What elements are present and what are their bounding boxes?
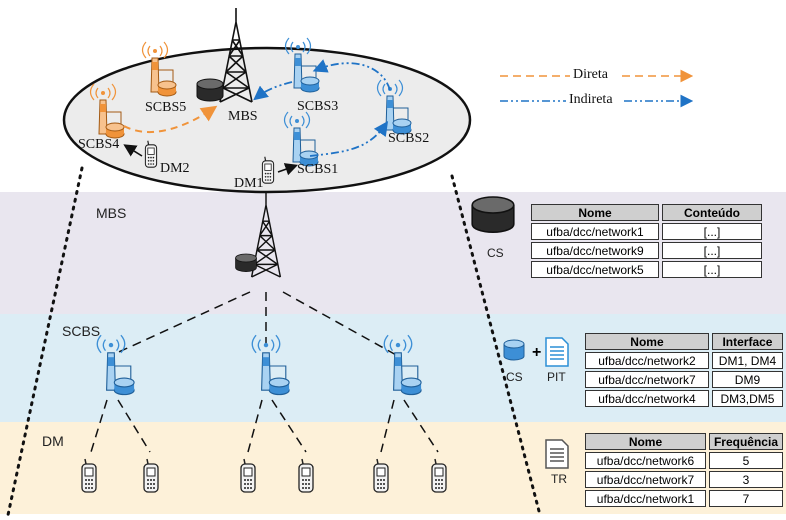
tr-cell-frequency: 7 bbox=[708, 490, 783, 507]
dm1-label: DM1 bbox=[234, 176, 264, 191]
indirect-path-3 bbox=[253, 81, 293, 101]
legend-direct-label: Direta bbox=[573, 67, 608, 82]
pit-caption: PIT bbox=[547, 370, 566, 384]
pit-cell-name: ufba/dcc/network7 bbox=[585, 371, 709, 388]
link-mbs-scbs-left bbox=[109, 291, 251, 357]
cs-cell-name: ufba/dcc/network9 bbox=[531, 242, 659, 259]
pit-cell-interface: DM3,DM5 bbox=[711, 390, 783, 407]
tr-cell-frequency: 5 bbox=[708, 452, 783, 469]
pit-cell-name: ufba/dcc/network2 bbox=[585, 352, 709, 369]
scbs4-label: SCBS4 bbox=[78, 137, 120, 152]
tr-caption: TR bbox=[551, 472, 567, 486]
band-label-dm: DM bbox=[42, 433, 64, 449]
pit-cs-icon bbox=[503, 339, 525, 361]
tr-table: Nome Frequência ufba/dcc/network6 5 ufba… bbox=[582, 431, 786, 509]
projection-line-left bbox=[6, 166, 84, 517]
tr-cell-name: ufba/dcc/network1 bbox=[585, 490, 706, 507]
dm2-arrow bbox=[123, 144, 143, 157]
tr-header-frequencia: Frequência bbox=[708, 433, 783, 450]
cs-header-conteudo: Conteúdo bbox=[662, 204, 762, 221]
pit-cell-name: ufba/dcc/network4 bbox=[585, 390, 709, 407]
dm-phone-1 bbox=[81, 458, 97, 493]
cs-cell-content: [...] bbox=[662, 223, 762, 240]
pit-header-interface: Interface bbox=[711, 333, 783, 350]
cs-cell-content: [...] bbox=[662, 261, 762, 278]
scbs-dm-links bbox=[90, 399, 439, 453]
indirect-path-2 bbox=[312, 59, 391, 91]
cs-table: Nome Conteúdo ufba/dcc/network1 [...] uf… bbox=[528, 202, 765, 280]
band-label-mbs: MBS bbox=[96, 205, 127, 221]
scbs5-label: SCBS5 bbox=[145, 100, 187, 115]
tr-cell-name: ufba/dcc/network7 bbox=[585, 471, 706, 488]
scbs1-label: SCBS1 bbox=[297, 162, 339, 177]
table-row: ufba/dcc/network6 5 bbox=[585, 452, 783, 469]
table-row: ufba/dcc/network1 [...] bbox=[531, 223, 762, 240]
scbs3-label: SCBS3 bbox=[297, 99, 339, 114]
dm1-arrow bbox=[277, 163, 299, 176]
cs-caption: CS bbox=[487, 246, 504, 260]
table-row: ufba/dcc/network5 [...] bbox=[531, 261, 762, 278]
dm-phone-2 bbox=[143, 458, 159, 493]
dm2-phone-icon bbox=[144, 140, 158, 168]
dm-phone-4 bbox=[298, 458, 314, 493]
cs-header-nome: Nome bbox=[531, 204, 659, 221]
scbs2-label: SCBS2 bbox=[388, 131, 430, 146]
cs-cell-name: ufba/dcc/network5 bbox=[531, 261, 659, 278]
pit-doc-icon bbox=[545, 337, 569, 367]
dm1-phone-icon bbox=[261, 156, 275, 184]
table-row: ufba/dcc/network4 DM3,DM5 bbox=[585, 390, 783, 407]
projection-line-right bbox=[450, 174, 542, 517]
table-row: ufba/dcc/network1 7 bbox=[585, 490, 783, 507]
dm2-label: DM2 bbox=[160, 161, 190, 176]
dm-phone-5 bbox=[373, 458, 389, 493]
legend-indirect-label: Indireta bbox=[569, 92, 613, 107]
tr-doc-icon bbox=[545, 439, 569, 469]
pit-cell-interface: DM1, DM4 bbox=[711, 352, 783, 369]
plus-sign: + bbox=[532, 344, 542, 361]
cs-cell-content: [...] bbox=[662, 242, 762, 259]
tr-cell-name: ufba/dcc/network6 bbox=[585, 452, 706, 469]
cs-storage-icon bbox=[471, 196, 515, 233]
table-row: ufba/dcc/network2 DM1, DM4 bbox=[585, 352, 783, 369]
direct-path bbox=[123, 105, 218, 134]
pit-table: Nome Interface ufba/dcc/network2 DM1, DM… bbox=[582, 331, 786, 409]
pit-cs-caption: CS bbox=[506, 370, 523, 384]
table-row: ufba/dcc/network7 3 bbox=[585, 471, 783, 488]
cs-cell-name: ufba/dcc/network1 bbox=[531, 223, 659, 240]
dm-phone-3 bbox=[240, 458, 256, 493]
table-row: ufba/dcc/network9 [...] bbox=[531, 242, 762, 259]
indirect-path-1 bbox=[309, 121, 389, 157]
pit-header-nome: Nome bbox=[585, 333, 709, 350]
band-label-scbs: SCBS bbox=[62, 323, 101, 339]
tr-header-nome: Nome bbox=[585, 433, 706, 450]
mbs-layer-storage-icon bbox=[235, 253, 257, 273]
pit-cell-interface: DM9 bbox=[711, 371, 783, 388]
link-mbs-scbs-right bbox=[282, 291, 399, 357]
tr-cell-frequency: 3 bbox=[708, 471, 783, 488]
dm-phone-6 bbox=[431, 458, 447, 493]
mbs-label: MBS bbox=[228, 109, 258, 124]
table-row: ufba/dcc/network7 DM9 bbox=[585, 371, 783, 388]
mbs-storage-icon bbox=[196, 78, 224, 102]
